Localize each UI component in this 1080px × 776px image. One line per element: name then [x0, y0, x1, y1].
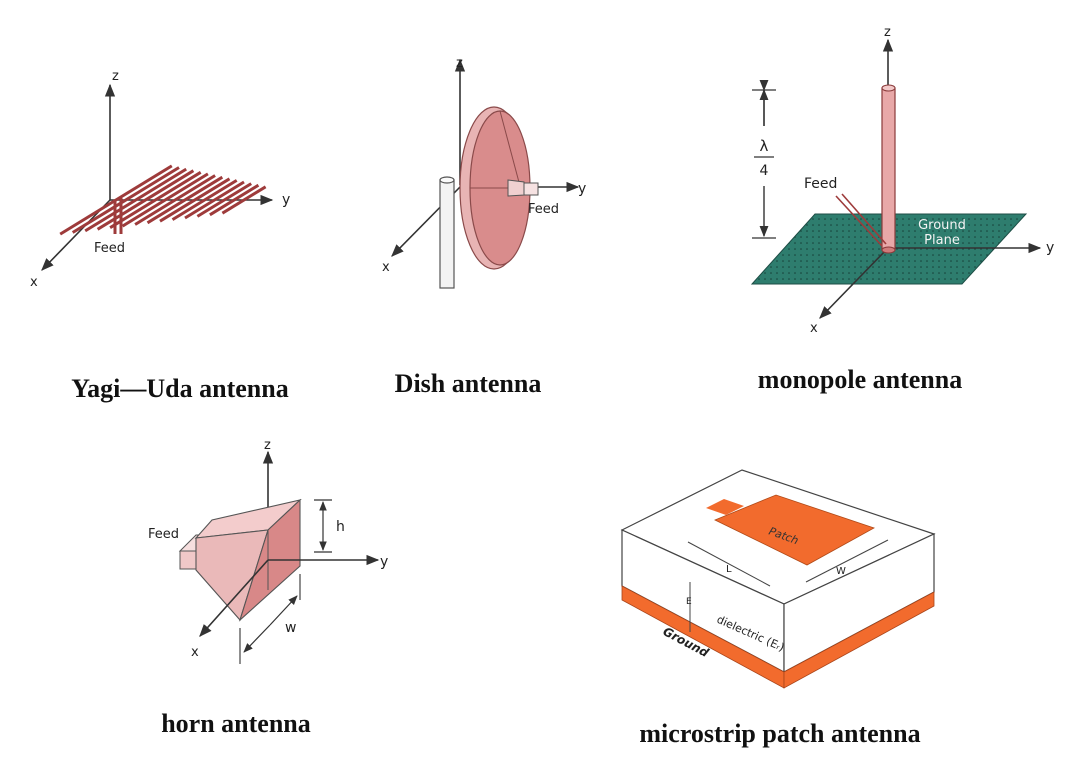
monopole-rod: [881, 87, 896, 251]
yagi-element: [109, 171, 202, 229]
yagi-element: [221, 185, 267, 215]
patch-ground-right: [783, 591, 935, 689]
monopole-x-axis: [819, 247, 889, 319]
yagi-element: [171, 179, 238, 221]
horn-feed-label: Feed: [148, 527, 179, 542]
monopole-y-label: y: [1046, 240, 1054, 256]
horn-y-label: y: [380, 554, 388, 570]
yagi-panel: z y x Feed Yagi—Uda antenna: [30, 69, 290, 403]
horn-x-label: x: [191, 645, 199, 660]
patch-caption: microstrip patch antenna: [639, 719, 920, 748]
horn-z-label: z: [264, 438, 271, 453]
dish-z-label: z: [456, 56, 463, 71]
yagi-elements: [59, 164, 267, 236]
dish-mast: [439, 179, 455, 289]
monopole-lambda-num: λ: [760, 137, 769, 155]
monopole-panel: λ 4 z y x Feed Ground Plane monopole ant…: [750, 25, 1054, 394]
yagi-element: [84, 167, 187, 233]
patch-panel: Patch L W E dielectric (Eᵣ) Ground micro…: [620, 469, 936, 748]
monopole-ground-label-2: Plane: [924, 233, 960, 248]
horn-w-label: w: [285, 620, 296, 636]
yagi-y-label: y: [282, 192, 290, 208]
patch-W-dimension: [805, 539, 889, 583]
dish-strut-1: [499, 110, 521, 187]
horn-caption: horn antenna: [161, 709, 311, 738]
yagi-x-label: x: [30, 275, 38, 290]
horn-panel: z y x Feed h w horn antenna: [148, 438, 388, 738]
patch-L-dimension: [687, 541, 771, 587]
dish-mast-top: [439, 176, 455, 184]
yagi-element: [71, 166, 180, 234]
patch-W-label: W: [836, 566, 846, 577]
dish-x-label: x: [382, 260, 390, 275]
patch-feed-line: [706, 499, 744, 515]
yagi-element: [146, 175, 224, 225]
yagi-feed-label: Feed: [94, 241, 125, 256]
monopole-ground-label-1: Ground: [918, 218, 966, 233]
dish-feed-label: Feed: [528, 202, 559, 217]
patch-E-label: E: [686, 597, 692, 607]
yagi-caption: Yagi—Uda antenna: [71, 374, 288, 403]
yagi-element: [196, 182, 252, 218]
horn-h-label: h: [336, 519, 345, 535]
dish-caption: Dish antenna: [395, 369, 542, 398]
patch-radiator: [714, 494, 875, 566]
monopole-feed-line-2: [841, 193, 887, 245]
horn-w-arrow-right: [269, 595, 298, 626]
yagi-element: [121, 172, 209, 228]
yagi-element: [159, 177, 231, 223]
monopole-rod-top: [881, 84, 896, 92]
horn-feed-waveguide-front: [179, 550, 197, 570]
monopole-lambda-den: 4: [760, 163, 769, 179]
monopole-feed-line-1: [835, 195, 883, 247]
horn-w-arrow-left: [243, 624, 271, 653]
dish-panel: z y x Feed Dish antenna: [382, 56, 586, 398]
monopole-feed-label: Feed: [804, 176, 837, 192]
horn-x-axis: [199, 559, 269, 637]
monopole-caption: monopole antenna: [758, 365, 962, 394]
monopole-rod-base: [881, 246, 896, 254]
dish-feed-box: [523, 182, 539, 196]
dish-feed-horn: [507, 179, 525, 197]
yagi-z-label: z: [112, 69, 119, 84]
patch-L-label: L: [726, 564, 732, 575]
yagi-element: [184, 180, 245, 220]
yagi-element: [134, 174, 216, 226]
monopole-z-label: z: [884, 25, 891, 40]
monopole-x-label: x: [810, 321, 818, 336]
dish-y-label: y: [578, 181, 586, 197]
yagi-element: [209, 183, 260, 217]
